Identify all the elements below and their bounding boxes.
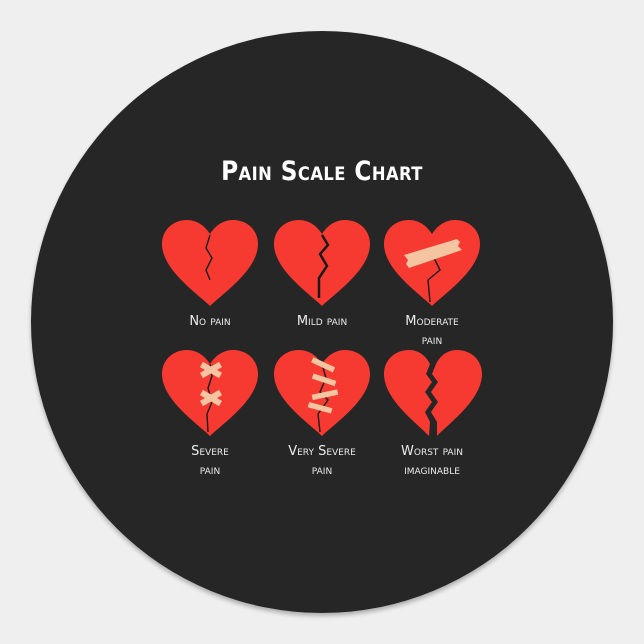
pain-level-severe: Severe pain <box>150 348 270 480</box>
pain-label: Severe pain <box>191 444 229 478</box>
heart-with-cross-bandages-icon <box>162 350 258 436</box>
pain-level-moderate: Moderate pain <box>372 218 492 350</box>
pain-level-none: No pain <box>150 218 270 331</box>
heart-with-bandage-icon <box>384 220 480 306</box>
split-heart-icon <box>384 350 482 436</box>
pain-level-mild: Mild pain <box>262 218 382 331</box>
pain-label: Very Severe pain <box>288 444 356 478</box>
pain-label: Worst pain imaginable <box>401 444 463 478</box>
pain-label: Mild pain <box>296 314 348 329</box>
pain-level-very-severe: Very Severe pain <box>262 348 382 480</box>
pain-label: Moderate pain <box>405 314 459 348</box>
pain-level-worst: Worst pain imaginable <box>372 348 492 480</box>
pain-label: No pain <box>189 314 231 329</box>
broken-heart-icon <box>162 220 258 306</box>
round-sticker <box>31 31 613 613</box>
page-title: Pain Scale Chart <box>221 156 423 187</box>
broken-heart-deep-crack-icon <box>274 220 370 306</box>
heart-with-stitched-bandages-icon <box>274 350 370 436</box>
